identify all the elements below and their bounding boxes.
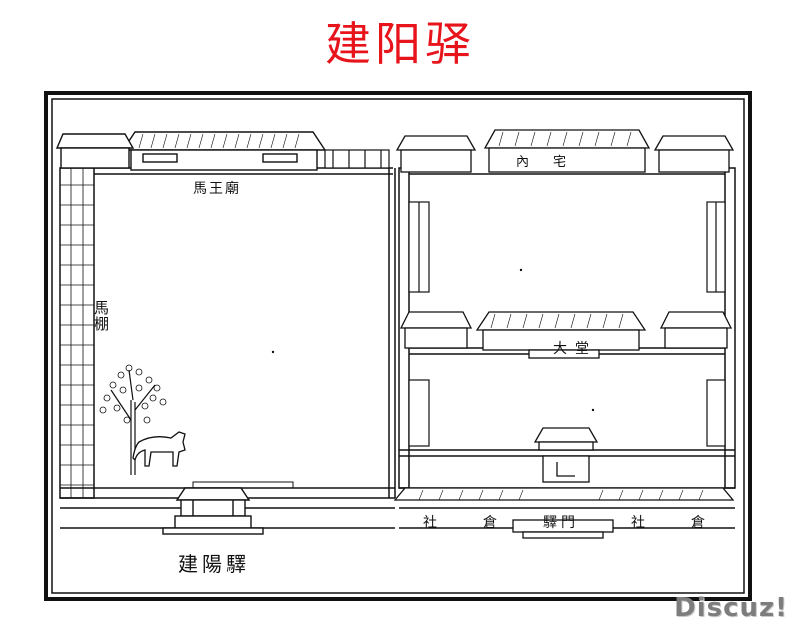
- granary-right-label: 社倉: [631, 515, 751, 531]
- stable-label: 馬棚: [92, 300, 110, 332]
- horse-temple-building: [121, 131, 327, 171]
- gatehouse-label: 驛門: [543, 515, 579, 531]
- map-drawing: [44, 91, 752, 601]
- great-hall-label: 大堂: [553, 341, 597, 357]
- inner-house-buildings: [395, 129, 735, 173]
- station-name-label: 建陽驛: [178, 552, 250, 576]
- tree-drawing: [99, 364, 167, 475]
- woodblock-map: 馬棚 馬王廟 內宅 大堂 建陽驛 社倉 驛門 社倉: [43, 90, 753, 602]
- page-title: 建阳驿: [325, 17, 475, 71]
- granary-row: [393, 487, 735, 539]
- horse-drawing: [132, 431, 186, 467]
- horse-temple-label: 馬王廟: [193, 181, 241, 197]
- watermark-logo: Discuz!: [674, 593, 788, 623]
- station-gate: [162, 487, 264, 535]
- inner-house-label: 內宅: [516, 155, 591, 170]
- left-compound: [59, 167, 396, 529]
- granary-left-label: 社倉: [423, 515, 543, 531]
- great-hall-buildings: [399, 311, 733, 359]
